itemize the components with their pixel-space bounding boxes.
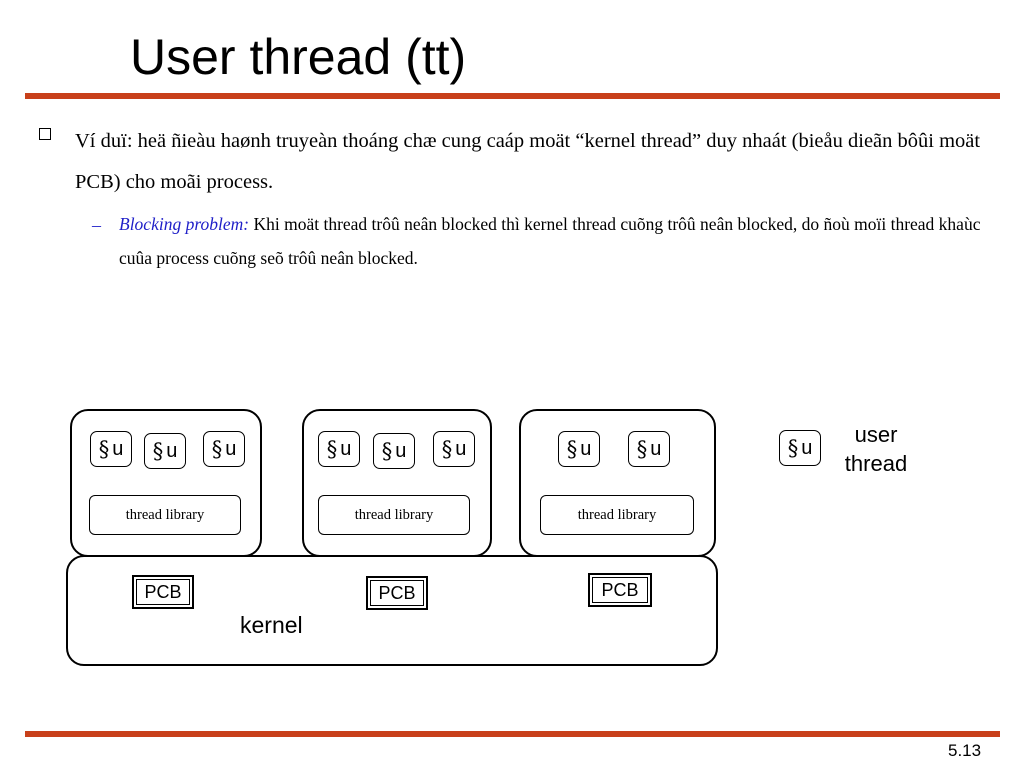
user-thread-icon: §u [144,433,186,469]
sub-bullet-text: Blocking problem: Khi moät thread trôû n… [119,207,994,275]
top-divider [25,93,1000,99]
legend-user-thread-icon: §u [779,430,821,466]
user-thread-icon: §u [203,431,245,467]
pcb-box: PCB [132,575,194,609]
sub-bullet-dash: – [92,215,101,235]
pcb-box: PCB [588,573,652,607]
user-thread-icon: §u [628,431,670,467]
user-thread-icon: §u [558,431,600,467]
user-thread-icon: §u [373,433,415,469]
thread-library: thread library [318,495,470,535]
thread-library: thread library [540,495,694,535]
thread-library: thread library [89,495,241,535]
user-thread-icon: §u [433,431,475,467]
sub-bullet-body: Khi moät thread trôû neân blocked thì ke… [119,214,981,268]
legend-label: user thread [844,422,908,476]
page-number: 5.13 [948,741,982,760]
user-thread-icon: §u [318,431,360,467]
pcb-box: PCB [366,576,428,610]
kernel-label: kernel [240,612,303,638]
sub-bullet-emphasis: Blocking problem: [119,214,250,234]
bullet-text: Ví duï: heä ñieàu haønh truyeàn thoáng c… [75,130,981,193]
bottom-divider [25,731,1000,737]
checkbox-bullet-icon [39,128,51,140]
user-thread-icon: §u [90,431,132,467]
slide-title: User thread (tt) [130,29,467,85]
kernel-box [66,555,718,666]
